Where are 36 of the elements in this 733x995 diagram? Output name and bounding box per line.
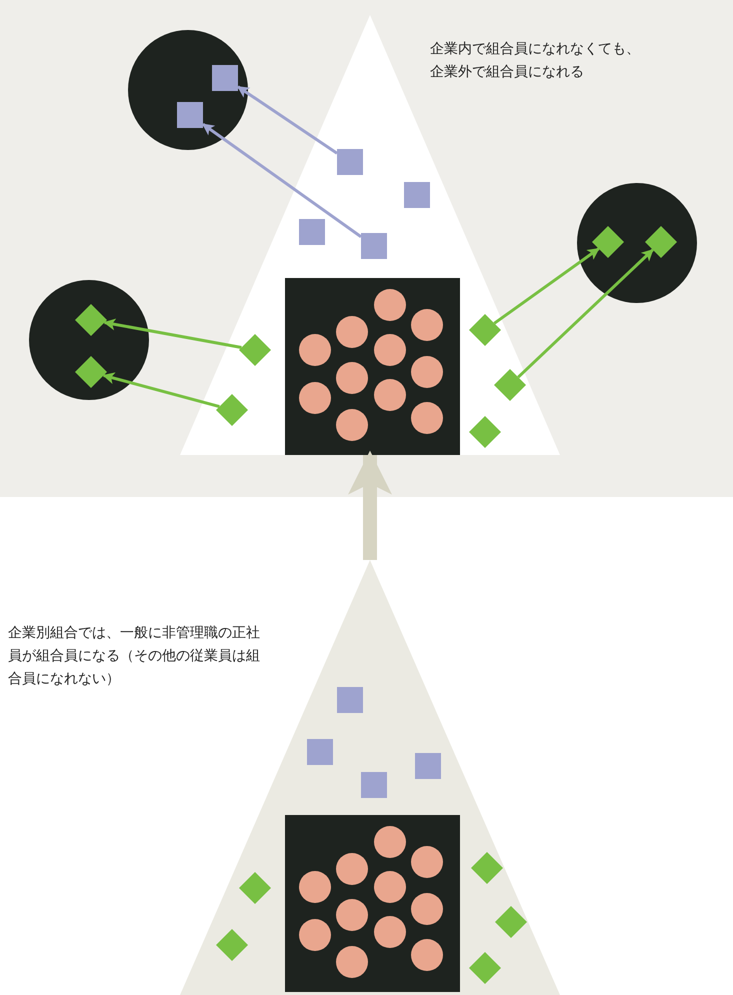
square-marker	[404, 182, 430, 208]
square-marker	[337, 149, 363, 175]
note-text: 企業内で組合員になれなくても、企業外で組合員になれる	[430, 40, 641, 82]
square-marker	[299, 219, 325, 245]
diamond-marker	[469, 416, 501, 448]
arrow	[202, 123, 362, 238]
diamond-marker	[471, 852, 503, 884]
circle-shape	[577, 183, 697, 303]
square-marker	[337, 687, 363, 713]
note-text: 企業別組合では、一般に非管理職の正社員が組合員になる（その他の従業員は組合員になれない）	[8, 624, 261, 689]
arrow	[517, 248, 654, 378]
square-marker	[212, 65, 238, 91]
circle-shape	[128, 30, 248, 150]
square-marker	[415, 753, 441, 779]
diamond-marker	[494, 369, 526, 401]
arrow	[102, 372, 220, 408]
diamond-marker	[216, 394, 248, 426]
diamond-marker	[495, 906, 527, 938]
arrow	[237, 86, 338, 154]
diamond-marker	[645, 226, 677, 258]
arrow	[493, 247, 600, 325]
diamond-marker	[469, 952, 501, 984]
diamond-marker	[75, 356, 107, 388]
diamond-marker	[592, 226, 624, 258]
square-marker	[307, 739, 333, 765]
arrow	[348, 450, 392, 560]
circle-shape	[29, 280, 149, 400]
diamond-marker	[216, 929, 248, 961]
square-marker	[361, 233, 387, 259]
square-marker	[361, 772, 387, 798]
diamond-marker	[239, 334, 271, 366]
square-marker	[177, 102, 203, 128]
arrow	[103, 318, 242, 349]
diamond-marker	[239, 872, 271, 904]
diamond-marker	[75, 304, 107, 336]
diamond-marker	[469, 314, 501, 346]
